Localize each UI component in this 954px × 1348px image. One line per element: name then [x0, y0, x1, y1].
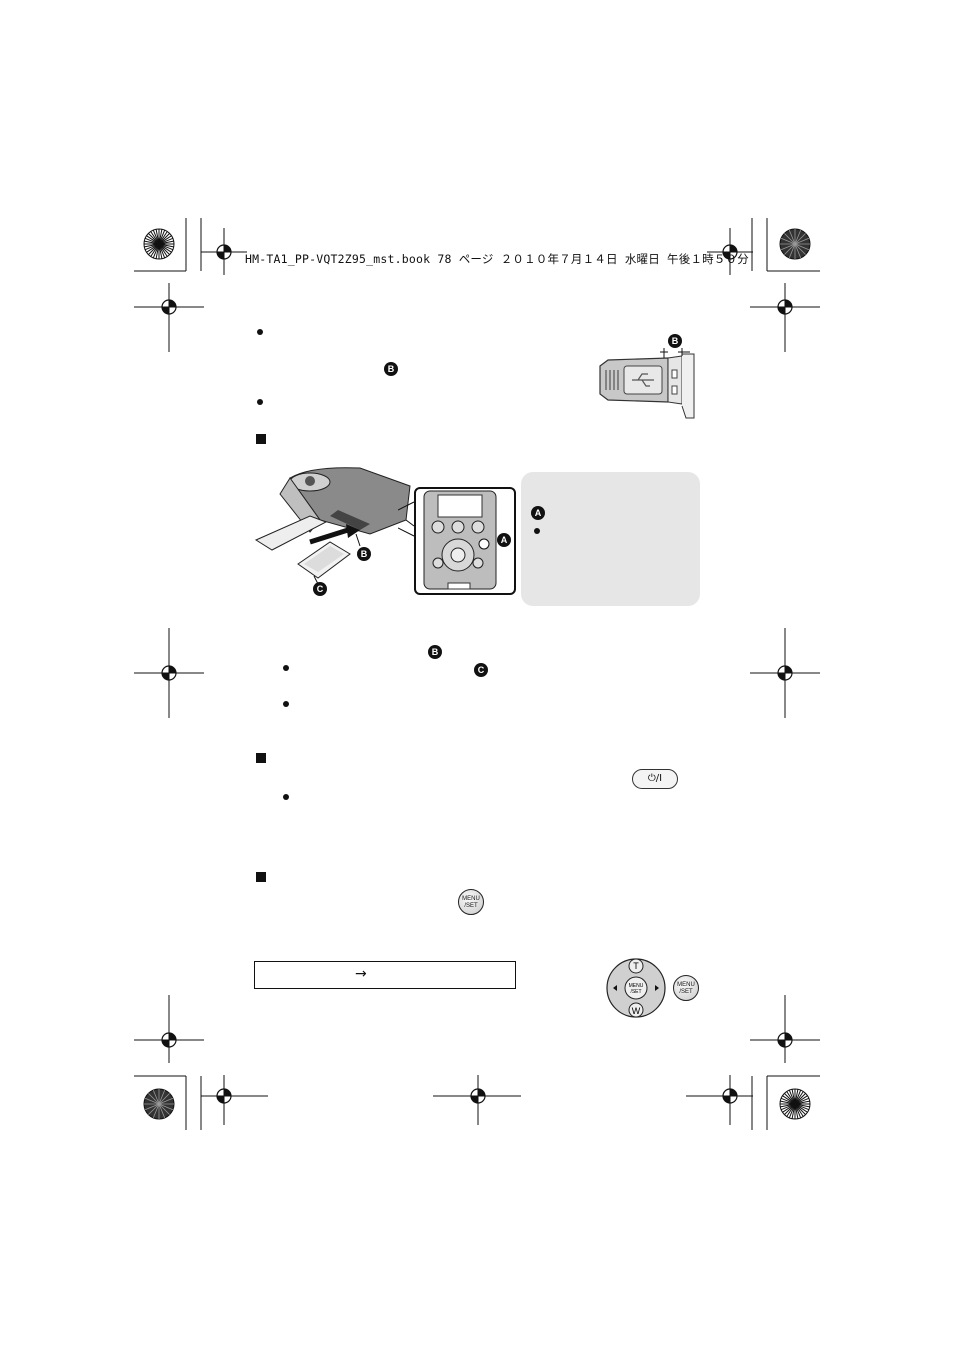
note-box: A [521, 472, 700, 606]
running-head: HM-TA1_PP-VQT2Z95_mst.book 78 ページ ２０１０年７… [245, 252, 749, 266]
zoom-connector-lines [398, 501, 415, 537]
dial-center-menu: MENU [629, 983, 644, 989]
marker-a-camera: A [497, 533, 511, 547]
menu-path-box: → [254, 961, 516, 989]
card-insertion-illustration [254, 467, 415, 589]
marker-b-inline-1: B [384, 362, 398, 376]
bullet-4 [283, 701, 289, 707]
marker-b-inline-2: B [428, 645, 442, 659]
menu-label: MENU [462, 896, 480, 902]
note-bullet [534, 528, 540, 534]
camera-back-illustration [423, 490, 497, 590]
marker-b-camera: B [357, 547, 371, 561]
bullet-1 [257, 329, 263, 335]
section-marker-3 [256, 872, 266, 882]
control-dial[interactable]: T W MENU /SET [605, 957, 667, 1019]
usb-connector-illustration [599, 348, 695, 419]
menu-set-button[interactable]: MENU /SET [673, 975, 699, 1001]
set-label-2: /SET [679, 989, 693, 995]
bullet-5 [283, 794, 289, 800]
marker-c-card: C [313, 582, 327, 596]
dial-center-set: /SET [630, 989, 641, 995]
menu-set-button-inline[interactable]: MENU /SET [458, 889, 484, 915]
usb-icon [599, 348, 695, 419]
bullet-3 [283, 665, 289, 671]
camera-back-view [414, 487, 516, 595]
marker-c-inline: C [474, 663, 488, 677]
bullet-2 [257, 399, 263, 405]
set-label: /SET [464, 903, 478, 909]
power-button[interactable]: ⏻/I [632, 769, 678, 789]
marker-a-note: A [531, 506, 545, 520]
dial-bottom-label: W [632, 1006, 641, 1016]
marker-b-usb: B [668, 334, 682, 348]
section-marker-2 [256, 753, 266, 763]
menu-path-arrow: → [355, 966, 367, 982]
section-marker-1 [256, 434, 266, 444]
menu-label-2: MENU [677, 982, 695, 988]
dial-top-label: T [633, 961, 639, 971]
